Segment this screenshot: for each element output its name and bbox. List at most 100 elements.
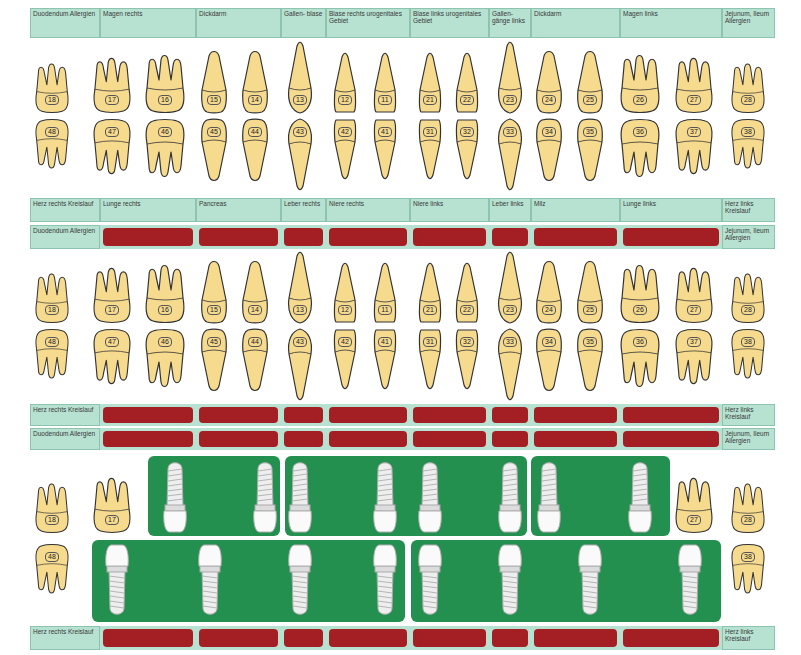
organ-label: Herz rechts Kreislauf xyxy=(33,406,97,413)
tooth xyxy=(202,329,227,390)
tooth-number: 43 xyxy=(293,127,307,137)
tooth-number: 22 xyxy=(460,95,474,105)
tooth-number: 41 xyxy=(378,337,392,347)
tooth xyxy=(456,53,477,112)
organ-cell: Milz xyxy=(531,198,620,222)
organ-cell: Leber links xyxy=(489,198,531,222)
organ-cell: Herz rechts Kreislauf xyxy=(30,198,100,222)
tooth-number: 32 xyxy=(460,127,474,137)
tooth-number: 15 xyxy=(207,95,221,105)
organ-label: Herz links Kreislauf xyxy=(725,200,772,215)
organ-label: Leber rechts xyxy=(284,200,323,207)
organ-label: Pancreas xyxy=(199,200,278,207)
organ-label: Blase links urogenitales Gebiet xyxy=(413,10,486,25)
tooth-number: 48 xyxy=(45,552,59,562)
tooth xyxy=(94,330,130,384)
tooth-number: 11 xyxy=(378,95,391,105)
tooth-number: 25 xyxy=(583,95,597,105)
implant-panel xyxy=(531,456,670,536)
organ-cell: Duodendum Allergien xyxy=(30,8,100,38)
tooth xyxy=(289,119,312,190)
implant xyxy=(289,545,312,614)
organ-cell: Gallen- gänge links xyxy=(489,8,531,38)
tooth xyxy=(374,263,395,322)
tooth xyxy=(334,263,355,322)
organ-label: Lunge links xyxy=(623,200,719,207)
tooth xyxy=(243,52,268,113)
red-bar xyxy=(534,431,617,447)
organ-label: Herz links Kreislauf xyxy=(725,406,772,421)
red-bar xyxy=(492,629,528,647)
implant xyxy=(629,463,652,532)
tooth xyxy=(94,478,130,532)
tooth-number: 23 xyxy=(503,305,517,315)
tooth xyxy=(202,119,227,180)
tooth xyxy=(676,58,712,112)
organ-label: Milz xyxy=(534,200,617,207)
band-strip xyxy=(100,404,722,426)
organ-label: Herz rechts Kreislauf xyxy=(33,200,97,207)
tooth-number: 38 xyxy=(741,127,755,137)
implant xyxy=(289,463,312,532)
tooth xyxy=(676,330,712,384)
tooth-number: 16 xyxy=(158,95,172,105)
red-bar-row xyxy=(103,228,719,246)
tooth xyxy=(334,330,355,389)
tooth xyxy=(36,274,68,322)
tooth-number: 28 xyxy=(741,515,755,525)
tooth xyxy=(243,119,268,180)
band-strip xyxy=(100,225,722,249)
implant xyxy=(679,545,702,614)
tooth-number: 32 xyxy=(460,337,474,347)
tooth xyxy=(732,545,764,593)
organ-label: Lunge rechts xyxy=(103,200,193,207)
red-bar xyxy=(284,228,323,246)
tooth-number: 18 xyxy=(45,305,59,315)
organ-cell: Duodendum Allergien xyxy=(30,428,100,450)
tooth-number: 16 xyxy=(158,305,172,315)
tooth xyxy=(146,266,184,323)
red-bar xyxy=(329,431,407,447)
tooth xyxy=(537,52,562,113)
organ-label: Herz rechts Kreislauf xyxy=(33,628,97,635)
red-bar xyxy=(413,431,486,447)
tooth-number: 13 xyxy=(293,95,307,105)
tooth-number: 47 xyxy=(105,337,119,347)
implant xyxy=(374,545,397,614)
tooth xyxy=(243,329,268,390)
tooth xyxy=(334,53,355,112)
organ-cell: Dickdarm xyxy=(531,8,620,38)
tooth-number: 48 xyxy=(45,337,59,347)
tooth xyxy=(374,53,395,112)
red-bar xyxy=(329,228,407,246)
tooth xyxy=(202,262,227,323)
tooth-number: 45 xyxy=(207,127,221,137)
tooth-number: 46 xyxy=(158,337,172,347)
tooth xyxy=(578,262,603,323)
tooth xyxy=(621,56,659,113)
tooth-number: 31 xyxy=(423,337,437,347)
organ-cell: Pancreas xyxy=(196,198,281,222)
tooth xyxy=(146,330,184,387)
band-strip xyxy=(100,428,722,450)
implant xyxy=(579,545,602,614)
tooth-number: 11 xyxy=(378,305,391,315)
tooth-number: 33 xyxy=(503,127,517,137)
red-bar xyxy=(284,431,323,447)
organ-label: Duodendum Allergien xyxy=(33,227,97,234)
tooth xyxy=(419,330,440,389)
tooth xyxy=(374,120,395,179)
red-bar xyxy=(623,629,719,647)
red-bar xyxy=(492,228,528,246)
implant xyxy=(499,545,522,614)
tooth-number: 14 xyxy=(248,305,262,315)
red-bar xyxy=(413,407,486,423)
red-bar xyxy=(103,407,193,423)
implant-panel xyxy=(411,540,721,622)
tooth xyxy=(456,263,477,322)
tooth-number: 42 xyxy=(338,127,352,137)
tooth xyxy=(243,262,268,323)
tooth xyxy=(456,330,477,389)
tooth-number: 21 xyxy=(423,95,437,105)
tooth-number: 36 xyxy=(633,127,647,137)
